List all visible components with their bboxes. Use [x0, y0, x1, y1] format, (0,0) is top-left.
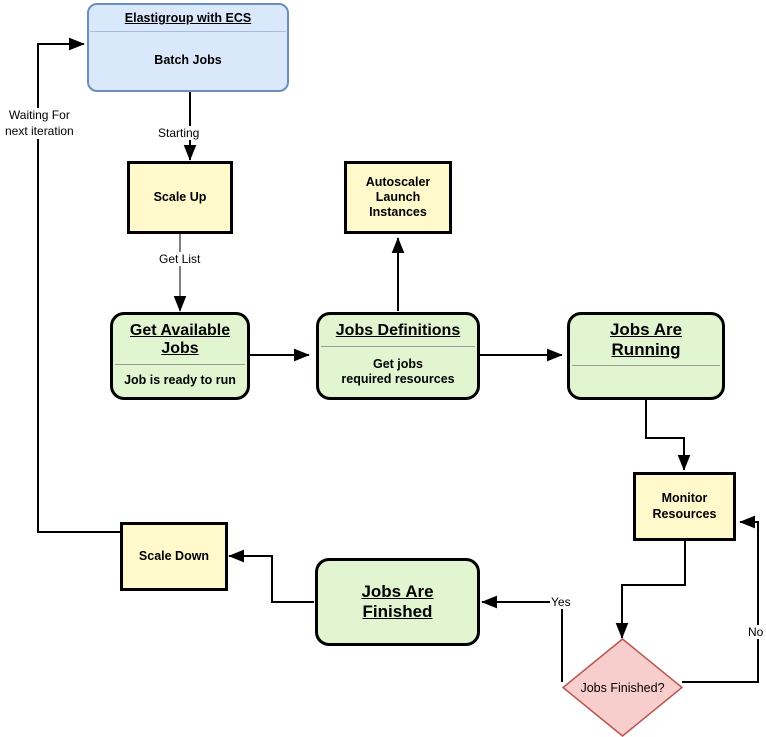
jobs-are-running-title-line1: Jobs Are [609, 320, 683, 339]
edge-label-waiting-for-next-iteration: Waiting For next iteration [4, 108, 75, 140]
monitor-resources-line1: Monitor [661, 491, 708, 506]
edge-jobsrunning-to-monitor [645, 400, 691, 471]
decision-diamond-shape [561, 638, 684, 737]
jobs-are-running-body [570, 366, 722, 397]
get-available-jobs-body: Job is ready to run [124, 373, 236, 388]
edge-jobsfinished-to-scaledown [228, 549, 314, 603]
node-monitor-resources[interactable]: Monitor Resources [633, 472, 736, 541]
decision-label: Jobs Finished? [580, 680, 665, 695]
node-scale-down[interactable]: Scale Down [120, 522, 228, 591]
elastigroup-divider [90, 31, 286, 32]
node-elastigroup-with-ecs[interactable]: Elastigroup with ECS Batch Jobs [87, 3, 289, 92]
jobs-definitions-body: Get jobs required resources [319, 347, 477, 397]
edge-label-yes: Yes [550, 595, 572, 609]
monitor-resources-label: Monitor Resources [649, 475, 721, 538]
elastigroup-body: Batch Jobs [154, 53, 222, 68]
scale-down-label: Scale Down [138, 548, 210, 563]
node-jobs-definitions[interactable]: Jobs Definitions Get jobs required resou… [316, 312, 480, 400]
edge-monitor-to-decision [615, 541, 686, 639]
jobs-are-finished-line2: Finished [362, 602, 433, 621]
monitor-resources-line2: Resources [652, 506, 717, 521]
jobs-are-running-title-line2: Running [611, 340, 681, 360]
jobs-are-finished-label: Jobs Are Finished [357, 561, 437, 643]
autoscaler-label: Autoscaler Launch Instances [362, 164, 435, 231]
node-scale-up[interactable]: Scale Up [127, 161, 233, 234]
jobs-definitions-divider [321, 346, 475, 347]
edge-scaledown-to-elastigroup [37, 37, 120, 533]
get-available-jobs-title: Get Available Jobs [129, 322, 231, 357]
edge-label-get-list: Get List [158, 252, 202, 266]
edge-label-no: No [747, 625, 765, 639]
node-jobs-finished-decision[interactable]: Jobs Finished? [561, 638, 684, 737]
autoscaler-line3: Instances [369, 205, 427, 220]
jobs-definitions-line2: required resources [341, 372, 455, 386]
node-jobs-are-running[interactable]: Jobs Are Running [567, 312, 725, 400]
waiting-line1: Waiting For [8, 108, 70, 122]
jobs-are-running-divider [572, 364, 720, 366]
autoscaler-line2: Launch [375, 189, 421, 204]
waiting-line2: next iteration [5, 123, 74, 138]
node-autoscaler-launch-instances[interactable]: Autoscaler Launch Instances [344, 161, 452, 234]
edge-decision-no-to-monitor [682, 515, 759, 683]
jobs-are-finished-line1: Jobs Are [361, 581, 434, 601]
jobs-definitions-line1: Get jobs [372, 356, 423, 371]
node-jobs-are-finished[interactable]: Jobs Are Finished [315, 558, 480, 646]
scale-up-label: Scale Up [153, 189, 207, 204]
edge-decision-yes-to-jobsfinished [481, 595, 563, 682]
edge-label-starting: Starting [157, 126, 201, 140]
jobs-definitions-title: Jobs Definitions [335, 322, 461, 339]
jobs-are-running-title: Jobs Are Running [570, 315, 722, 365]
get-available-jobs-divider [115, 364, 245, 365]
node-get-available-jobs[interactable]: Get Available Jobs Job is ready to run [110, 312, 250, 400]
autoscaler-line1: Autoscaler [365, 174, 431, 189]
elastigroup-title: Elastigroup with ECS [124, 11, 252, 25]
